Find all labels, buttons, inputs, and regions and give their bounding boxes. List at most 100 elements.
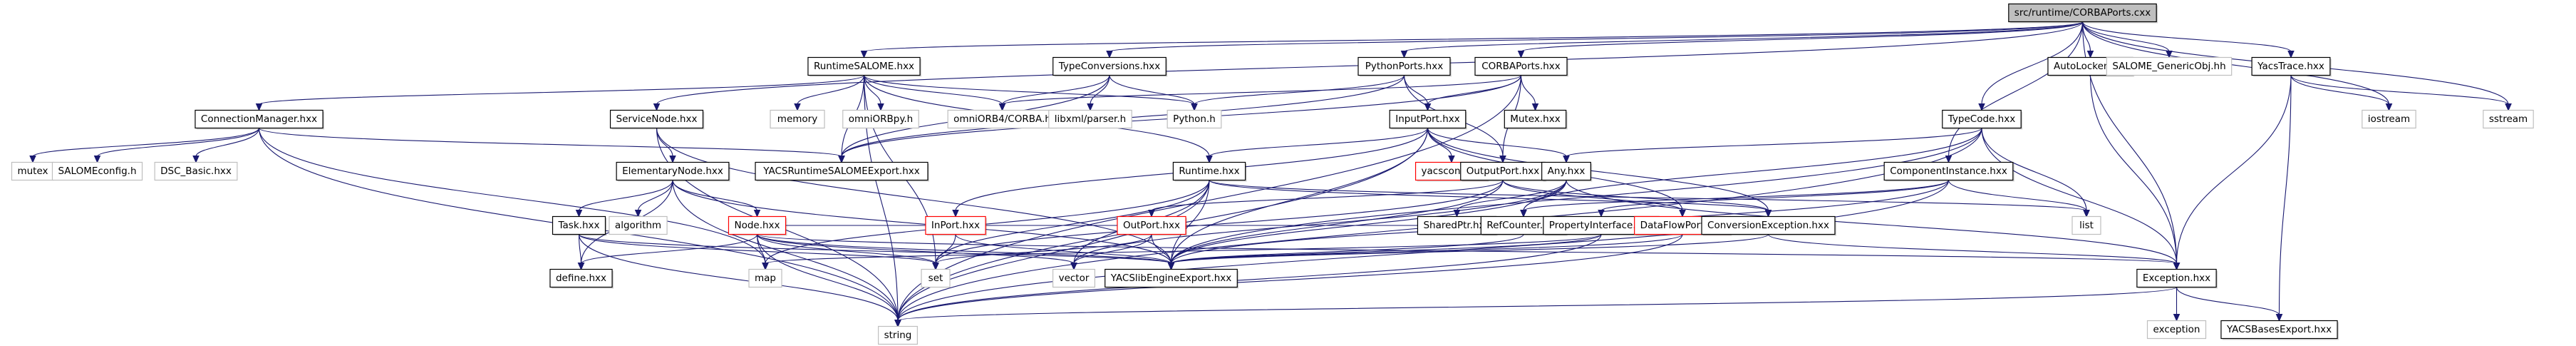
node-box[interactable] [609,109,704,129]
edge-arrowhead [1070,263,1077,270]
node-box[interactable] [1389,109,1467,129]
node-ComponentInstance[interactable]: ComponentInstance.hxx [1883,161,2014,182]
node-label: Mutex.hxx [1510,113,1560,125]
edge-root-to-TypeCode [1978,21,2084,111]
node-label: algorithm [615,220,661,231]
edge-OutPort-to-vector [1070,234,1152,270]
node-box[interactable] [1172,161,1246,181]
edge-line [580,234,758,265]
edge-arrowhead [1448,156,1455,163]
edge-line [1209,180,2087,211]
edge-line [897,287,2178,321]
edge-line [672,180,1172,264]
node-box[interactable] [755,161,929,181]
node-CORBAPortsH[interactable]: CORBAPorts.hxx [1474,56,1568,77]
edge-arrowhead [894,320,901,327]
edge-CORBAPortsH-to-omniORB4 [998,75,1522,111]
node-Node[interactable]: Node.hxx [728,215,787,236]
node-set: set [921,268,951,288]
node-InPort[interactable]: InPort.hxx [925,215,988,236]
node-box[interactable] [549,268,613,288]
node-box [770,109,825,129]
edge-CORBAPortsH-to-Mutex [1520,75,1539,111]
node-Any[interactable]: Any.hxx [1541,161,1593,182]
node-PythonPorts[interactable]: PythonPorts.hxx [1357,56,1452,77]
node-algorithm: algorithm [609,215,668,235]
node-box[interactable] [807,56,921,76]
node-box[interactable] [2251,56,2331,76]
edge-PythonPorts-to-Python [1191,75,1405,111]
edge-Exception-to-string [894,287,2178,327]
node-RuntimeSALOME[interactable]: RuntimeSALOME.hxx [807,56,922,77]
node-YACSlibEngineExport[interactable]: YACSlibEngineExport.hxx [1105,268,1239,289]
edge-line [656,128,1172,264]
node-box[interactable] [1883,161,2014,181]
edge-line [32,128,260,158]
node-exception: exception [2146,320,2207,340]
node-box[interactable] [1105,268,1238,288]
node-box[interactable] [1504,109,1567,129]
edge-arrowhead [794,103,801,111]
node-ConversionException[interactable]: ConversionException.hxx [1701,215,1836,236]
node-box[interactable] [2220,320,2338,340]
node-root[interactable]: src/runtime/CORBAPorts.cxx [2008,3,2158,24]
node-TypeConversions[interactable]: TypeConversions.hxx [1052,56,1168,77]
node-box[interactable] [616,161,730,181]
node-YACSRuntimeExport[interactable]: YACSRuntimeSALOMEExport.hxx [755,161,929,182]
node-box[interactable] [1701,215,1836,235]
node-TypeCode[interactable]: TypeCode.hxx [1942,109,2023,130]
edge-line [1456,180,1567,211]
node-define[interactable]: define.hxx [549,268,614,289]
node-YacsTrace[interactable]: YacsTrace.hxx [2251,56,2332,77]
node-libxml: libxml/parser.h [1048,109,1132,129]
node-box[interactable] [1357,56,1451,76]
edge-arrowhead [2287,51,2295,58]
edge-arrowhead [2385,103,2393,111]
node-Exception[interactable]: Exception.hxx [2136,268,2218,289]
edge-line [672,180,758,211]
edge-line [756,234,899,321]
node-box[interactable] [1541,161,1591,181]
edge-arrowhead [1598,210,1605,218]
edge-arrowhead [1106,51,1113,58]
node-box[interactable] [552,215,606,235]
edge-line [258,128,766,264]
node-map: map [748,268,782,288]
node-box[interactable] [925,215,986,235]
node-box[interactable] [1474,56,1568,76]
edge-line [1947,21,2084,157]
node-label: RuntimeSALOME.hxx [814,61,914,72]
node-InputPort[interactable]: InputPort.hxx [1389,109,1467,130]
node-Runtime[interactable]: Runtime.hxx [1172,161,1247,182]
node-OutputPort[interactable]: OutputPort.hxx [1460,161,1547,182]
node-OutPort[interactable]: OutPort.hxx [1117,215,1188,236]
node-box[interactable] [1117,215,1186,235]
node-ConnectionManager[interactable]: ConnectionManager.hxx [195,109,325,130]
edge-arrowhead [255,103,263,111]
edge-line [1151,180,1504,211]
node-box[interactable] [2136,268,2217,288]
node-Task[interactable]: Task.hxx [552,215,607,236]
edge-line [1566,128,1982,158]
edge-line [897,180,1210,321]
node-YACSBasesExport[interactable]: YACSBasesExport.hxx [2220,320,2339,340]
node-label: ServiceNode.hxx [616,113,698,125]
node-ServiceNode[interactable]: ServiceNode.hxx [609,109,705,130]
edge-line [1073,180,1567,264]
node-box [154,161,238,181]
node-ElementaryNode[interactable]: ElementaryNode.hxx [616,161,730,182]
edge-arrowhead [29,156,36,163]
node-box[interactable] [195,109,324,129]
node-memory: memory [770,109,825,129]
node-box[interactable] [1052,56,1167,76]
edge-arrowhead [577,263,585,270]
edge-line [2278,75,2292,315]
node-Mutex[interactable]: Mutex.hxx [1504,109,1568,130]
edge-Node-to-define [577,234,758,270]
edge-PropertyInterface-to-string [894,234,1602,327]
edge-line [797,75,865,105]
node-box[interactable] [728,215,787,235]
node-box[interactable] [1942,109,2022,129]
edge-RuntimeSALOME-to-omniORB4 [863,75,1006,111]
node-box[interactable] [2008,3,2157,23]
